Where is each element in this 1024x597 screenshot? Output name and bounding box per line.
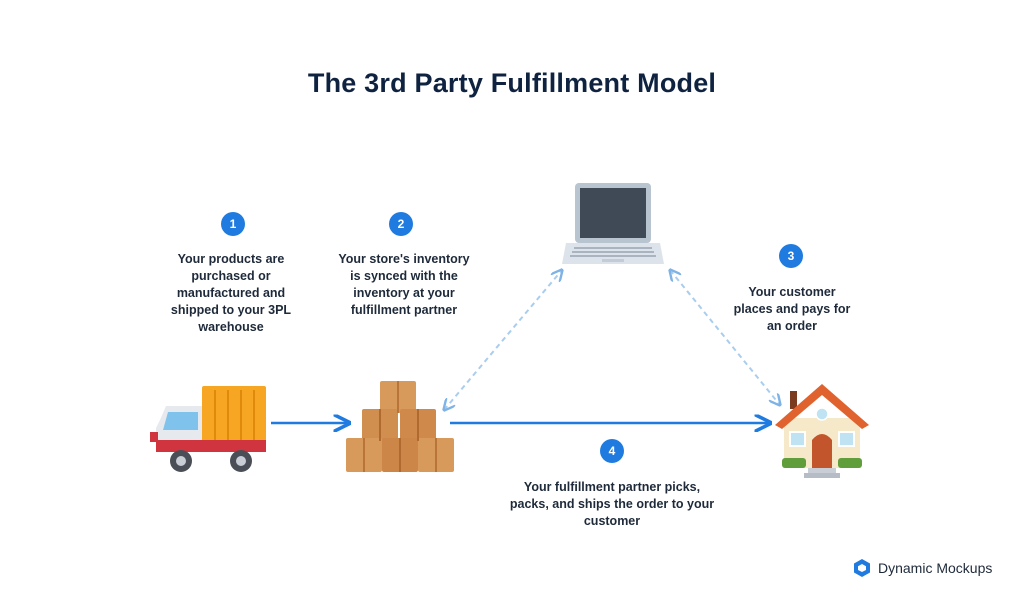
dynamic-mockups-logo-icon (854, 559, 870, 577)
dashed-arrow-laptop-house (670, 270, 780, 405)
step-2-description: Your store's inventory is synced with th… (338, 252, 470, 317)
step-1-description: Your products are purchased or manufactu… (170, 252, 292, 334)
brand-name: Dynamic Mockups (878, 560, 993, 576)
house-icon (775, 384, 869, 478)
laptop-icon (562, 183, 664, 264)
step-3-badge: 3 (779, 244, 803, 268)
boxes-icon (346, 381, 454, 472)
step-1-badge: 1 (221, 212, 245, 236)
brand-badge: Dynamic Mockups (852, 558, 992, 578)
dashed-arrow-warehouse-laptop (444, 270, 562, 410)
step-2-badge: 2 (389, 212, 413, 236)
truck-icon (150, 386, 266, 472)
step-4-badge: 4 (600, 439, 624, 463)
page-title: The 3rd Party Fulfillment Model (307, 68, 717, 98)
step-4-description: Your fulfillment partner picks, packs, a… (509, 480, 715, 528)
